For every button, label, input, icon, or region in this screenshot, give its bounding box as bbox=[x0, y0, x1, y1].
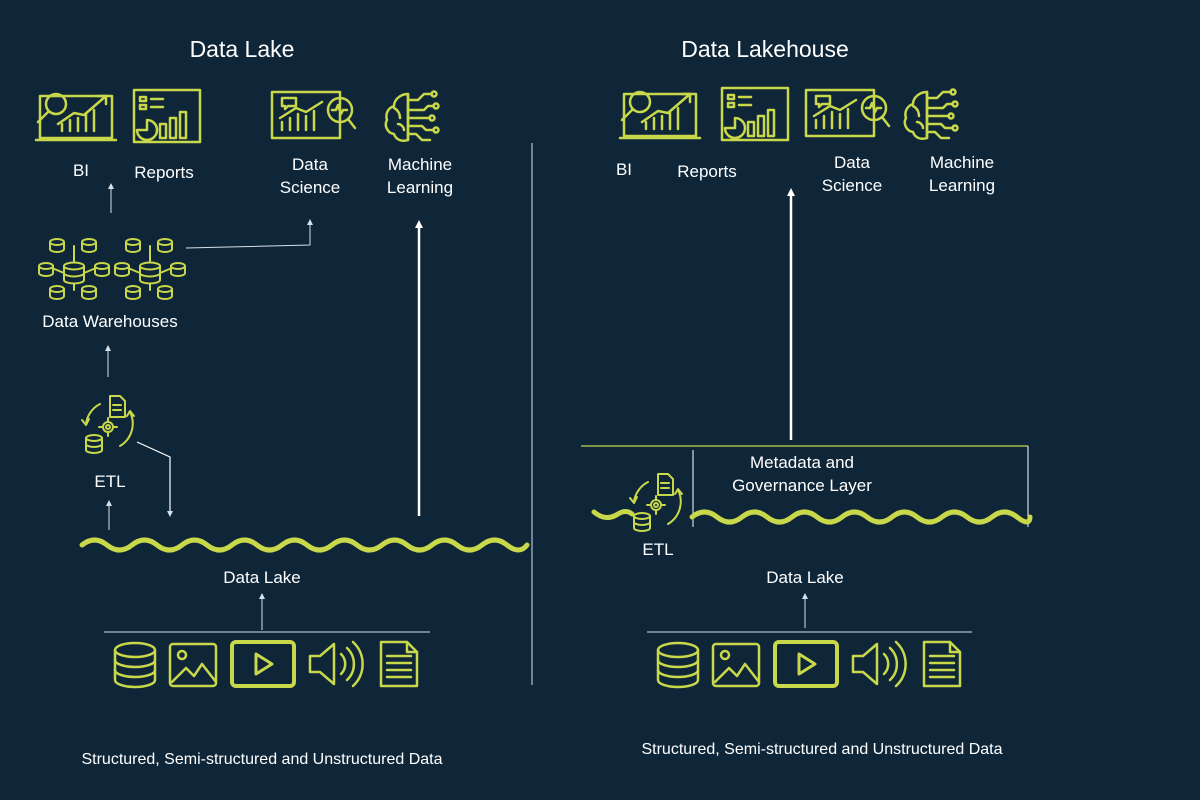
consumer-label-bi: BI bbox=[615, 160, 633, 179]
document-icon bbox=[379, 640, 419, 688]
document-icon bbox=[922, 640, 962, 688]
data-lake-wave-etl bbox=[591, 509, 635, 520]
data-warehouse-icon bbox=[38, 238, 110, 300]
reports-dashboard-icon bbox=[132, 88, 202, 144]
consumer-label-bi: BI bbox=[72, 161, 90, 180]
sources-left bbox=[113, 640, 419, 689]
bi-analytics-icon bbox=[34, 92, 118, 142]
audio-speaker-icon bbox=[851, 640, 907, 688]
data-lake-label: Data Lake bbox=[766, 568, 844, 587]
section-title-data-lake: Data Lake bbox=[189, 36, 295, 62]
consumer-label-data-science: Data Science bbox=[279, 155, 341, 197]
arrow-warehouse-to-data-science bbox=[185, 219, 313, 249]
reports-dashboard-icon bbox=[720, 86, 790, 142]
metadata-governance-label: Metadata and Governance Layer bbox=[732, 453, 872, 495]
sources-footer: Structured, Semi-structured and Unstruct… bbox=[641, 741, 1003, 758]
data-science-icon bbox=[804, 88, 891, 138]
data-lake-wave bbox=[689, 509, 1033, 525]
database-icon bbox=[656, 641, 700, 689]
consumer-label-reports: Reports bbox=[134, 163, 194, 182]
etl-label: ETL bbox=[642, 540, 674, 559]
data-lake-wave bbox=[79, 537, 530, 553]
etl-process-icon bbox=[81, 395, 135, 454]
audio-speaker-icon bbox=[308, 640, 364, 688]
bi-analytics-icon bbox=[618, 90, 702, 140]
consumer-label-machine-learning: Machine Learning bbox=[386, 155, 454, 197]
consumer-label-data-science: Data Science bbox=[821, 153, 883, 195]
machine-learning-brain-icon bbox=[903, 88, 959, 140]
video-play-icon bbox=[230, 640, 296, 688]
warehouses-label: Data Warehouses bbox=[42, 312, 178, 331]
data-warehouse-icon bbox=[114, 238, 186, 300]
data-science-icon bbox=[270, 90, 357, 140]
sources-footer: Structured, Semi-structured and Unstruct… bbox=[81, 751, 443, 768]
sources-right bbox=[656, 640, 962, 689]
image-icon bbox=[168, 642, 218, 688]
etl-label: ETL bbox=[94, 472, 126, 491]
consumer-label-machine-learning: Machine Learning bbox=[928, 153, 996, 195]
arrow-etl-to-lake bbox=[136, 441, 173, 517]
database-icon bbox=[113, 641, 157, 689]
section-title-data-lakehouse: Data Lakehouse bbox=[681, 36, 849, 62]
video-play-icon bbox=[773, 640, 839, 688]
etl-process-icon bbox=[629, 473, 683, 532]
consumer-label-reports: Reports bbox=[677, 162, 737, 181]
data-lake-label: Data Lake bbox=[223, 568, 301, 587]
machine-learning-brain-icon bbox=[384, 90, 440, 142]
image-icon bbox=[711, 642, 761, 688]
